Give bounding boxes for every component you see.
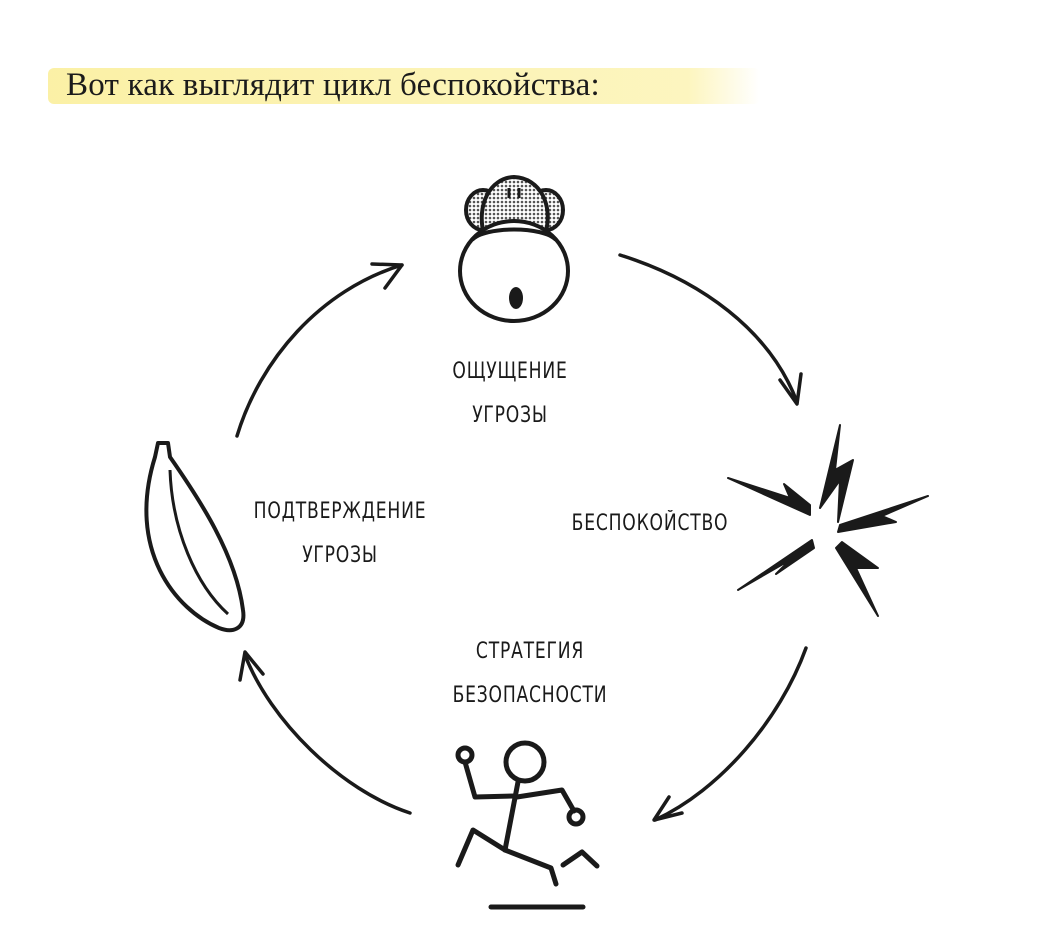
highlight-marker [48, 68, 760, 104]
arrowhead-confirm-to-threat [370, 262, 404, 290]
arrowhead-anxiety-to-safety [652, 795, 684, 822]
label-safety: Стратегия безопасности [444, 630, 616, 718]
running-stick-figure-icon [455, 740, 600, 910]
monkey-head-icon [458, 174, 570, 323]
lightning-burst-icon [727, 424, 929, 617]
banana-icon [144, 441, 246, 633]
arrow-safety-to-confirm [243, 653, 412, 815]
heading: Вот как выглядит цикл беспокойства: [48, 60, 760, 110]
label-threat-line1: Ощущение [452, 359, 568, 384]
label-safety-line2: безопасности [452, 683, 608, 708]
label-threat-line2: угрозы [472, 403, 548, 428]
label-anxiety-line1: Беспокойство [571, 511, 729, 536]
arrow-threat-to-anxiety [618, 253, 799, 404]
arrowhead-threat-to-anxiety [778, 372, 803, 406]
label-confirm-line1: Подтверждение [253, 499, 427, 524]
label-threat: Ощущение угрозы [440, 350, 580, 438]
label-confirm-line2: угрозы [302, 543, 378, 568]
label-safety-line1: Стратегия [475, 639, 585, 664]
arrowhead-safety-to-confirm [238, 650, 265, 682]
label-anxiety: Беспокойство [556, 502, 743, 546]
label-confirm: Подтверждение угрозы [231, 490, 449, 578]
arrow-confirm-to-threat [235, 263, 404, 438]
heading-text: Вот как выглядит цикл беспокойства: [66, 66, 600, 103]
arrow-anxiety-to-safety [653, 646, 808, 822]
